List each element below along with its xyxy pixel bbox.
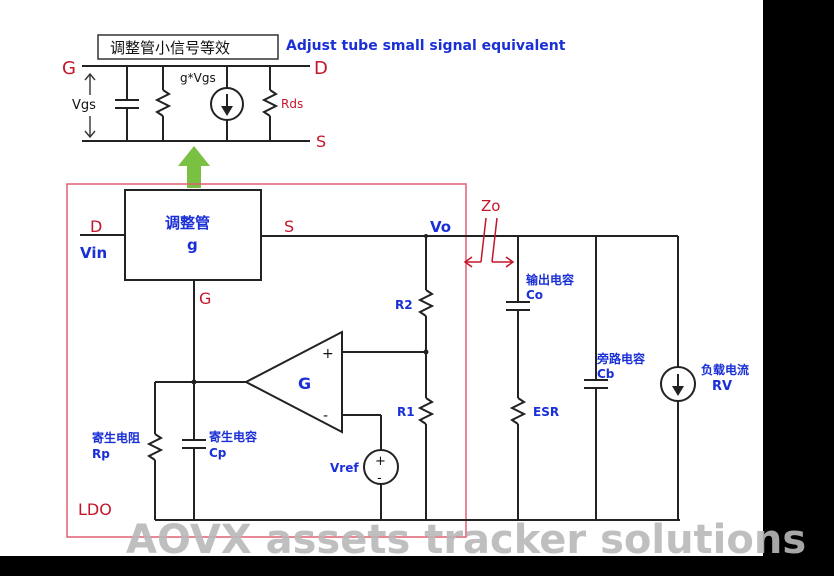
cp-label: Cp bbox=[209, 446, 227, 460]
esr-label: ESR bbox=[533, 405, 559, 419]
co-title: 输出电容 bbox=[526, 272, 574, 287]
load-arrow-head bbox=[672, 386, 684, 396]
adjust-tube-block bbox=[124, 189, 262, 281]
r1-label: R1 bbox=[397, 405, 415, 419]
cb-label: Cb bbox=[597, 367, 615, 381]
ldo-label: LDO bbox=[78, 500, 112, 519]
watermark: AOVX assets tracker solutions bbox=[126, 517, 806, 563]
vin-label: Vin bbox=[80, 244, 107, 262]
tube-drain-label: D bbox=[90, 217, 102, 236]
adjust-tube-name: 调整管 bbox=[165, 214, 210, 232]
title-box bbox=[97, 34, 279, 60]
co-label: Co bbox=[526, 288, 543, 302]
ss-gate-label: G bbox=[62, 58, 76, 79]
vo-label: Vo bbox=[430, 218, 451, 236]
esr-resistor bbox=[509, 397, 527, 425]
vref-label: Vref bbox=[330, 461, 359, 475]
cs-arrow-head bbox=[221, 106, 233, 116]
title-english: Adjust tube small signal equivalent bbox=[286, 38, 566, 54]
r2-label: R2 bbox=[395, 298, 413, 312]
vgs-arrow-up-head bbox=[84, 72, 96, 81]
r2-resistor bbox=[417, 289, 435, 317]
ss-source-label: S bbox=[316, 132, 326, 151]
zo-label: Zo bbox=[481, 197, 500, 215]
small-signal-model: G D S Vgs g*Vgs Rds bbox=[62, 58, 328, 151]
adjust-tube-symbol: g bbox=[187, 236, 198, 254]
ss-resistor bbox=[154, 89, 172, 117]
current-source-label: g*Vgs bbox=[180, 71, 216, 85]
rds-resistor bbox=[261, 89, 279, 117]
zo-arrow-left-head bbox=[463, 256, 473, 268]
amp-plus: + bbox=[322, 346, 334, 362]
error-amplifier bbox=[243, 330, 343, 434]
load-label: RV bbox=[712, 379, 732, 394]
ldo-boundary bbox=[66, 183, 467, 538]
cb-title: 旁路电容 bbox=[596, 351, 645, 366]
equivalent-arrow-icon bbox=[178, 146, 210, 188]
vgs-label: Vgs bbox=[72, 98, 96, 113]
amp-minus: - bbox=[323, 408, 328, 424]
rp-title: 寄生电阻 bbox=[92, 430, 140, 445]
zo-arrow-right-head bbox=[505, 256, 515, 268]
zo-line-left bbox=[480, 217, 487, 263]
zo-marker: Zo bbox=[463, 197, 515, 268]
zo-line-right bbox=[491, 217, 498, 263]
cp-title: 寄生电容 bbox=[209, 429, 257, 444]
rp-resistor bbox=[146, 433, 164, 461]
title-chinese: 调整管小信号等效 bbox=[110, 39, 230, 57]
rp-label: Rp bbox=[92, 447, 110, 461]
tube-gate-label: G bbox=[199, 289, 211, 308]
load-title: 负载电流 bbox=[701, 362, 749, 377]
vref-plus: + bbox=[375, 454, 386, 469]
r1-resistor bbox=[417, 397, 435, 425]
tube-source-label: S bbox=[284, 217, 294, 236]
ss-drain-label: D bbox=[314, 58, 328, 79]
vgs-arrow-down-head bbox=[84, 130, 96, 139]
amp-label: G bbox=[298, 374, 311, 393]
rds-label: Rds bbox=[281, 97, 303, 111]
vref-minus: - bbox=[377, 471, 382, 486]
